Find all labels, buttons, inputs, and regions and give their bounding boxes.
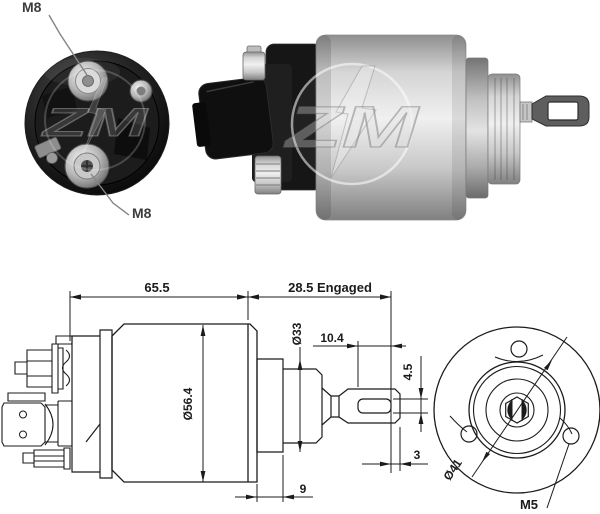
mount-hole-left xyxy=(460,425,478,443)
screw-cross xyxy=(81,160,93,172)
connector-body xyxy=(198,77,274,160)
dim-engaged: 28.5 Engaged xyxy=(288,280,372,295)
terminal-hardware-outline xyxy=(14,335,73,394)
m8-leader-top xyxy=(48,14,88,76)
dim-flange-width: 9 xyxy=(300,482,307,496)
bottom-stud xyxy=(254,155,282,195)
connector-hole xyxy=(19,410,27,419)
connector-drawing-outline xyxy=(1,392,72,447)
hub-circle xyxy=(499,392,535,428)
dim-body-length: 65.5 xyxy=(144,280,169,295)
grooved-collar xyxy=(487,73,521,185)
collar-grooves xyxy=(494,78,515,180)
dim-slot-width: 4.5 xyxy=(401,363,415,380)
mount-hole-right xyxy=(562,427,580,445)
m8-terminal-bottom xyxy=(64,143,110,189)
plunger-fork xyxy=(531,95,590,127)
side-view-photo: ZM xyxy=(192,34,590,221)
plunger-neck-outline xyxy=(321,387,339,426)
thread-lines xyxy=(256,163,280,186)
zm-watermark-side: ZM xyxy=(282,62,421,186)
watermark-text: ZM xyxy=(283,95,421,160)
lower-bolt-outline xyxy=(22,447,71,470)
technical-drawing-side-view: 65.5 28.5 Engaged Ø56.4 Ø33 10.4 4.5 3 9 xyxy=(1,280,428,502)
watermark-ring xyxy=(44,69,146,171)
spade-rivet xyxy=(46,152,58,164)
m8-terminal-top xyxy=(67,60,109,102)
end-ring xyxy=(465,57,489,199)
fork-hole xyxy=(547,101,579,121)
pin-threads xyxy=(522,104,528,120)
flange-outline xyxy=(256,358,323,453)
lightning-bolt-icon xyxy=(82,77,108,155)
dim-bolt-circle: Ø41 xyxy=(441,456,465,483)
m8-label-bottom: M8 xyxy=(132,205,152,221)
dim-body-diameter: Ø56.4 xyxy=(181,387,195,420)
bolt-circle-arcs xyxy=(449,354,573,435)
fork-outline xyxy=(338,388,401,424)
zm-watermark-rear: ZM xyxy=(41,69,151,171)
dim-slot-length: 10.4 xyxy=(320,331,344,345)
watermark-text: ZM xyxy=(41,101,150,145)
m8-label-top: M8 xyxy=(22,0,42,15)
connector-tip xyxy=(192,102,211,147)
outer-flange-circle xyxy=(433,326,600,494)
connector-highlight xyxy=(206,81,254,93)
end-cap-outline xyxy=(71,329,113,479)
connector-plug xyxy=(192,77,274,160)
top-stud xyxy=(242,51,266,81)
aux-stud-tip xyxy=(136,86,146,96)
mount-hole-top xyxy=(510,340,528,358)
recess-circle xyxy=(485,378,549,442)
m5-leader xyxy=(546,443,570,509)
plastic-block xyxy=(42,86,77,118)
side-view-dimension-labels: 65.5 28.5 Engaged Ø56.4 Ø33 10.4 4.5 3 9 xyxy=(144,280,420,496)
cylinder-edge-shade xyxy=(452,35,466,220)
fork-slot-outline xyxy=(357,398,392,414)
watermark-ring xyxy=(290,62,414,186)
collar-body xyxy=(487,73,521,185)
lightning-bolt-icon xyxy=(330,65,377,179)
dim-end-thickness: 3 xyxy=(414,448,421,462)
connector-hole xyxy=(19,430,27,439)
rear-view-photo: ZM M8 M8 xyxy=(22,0,170,221)
dim-flange-diameter: Ø33 xyxy=(290,322,304,345)
m8-leader-bottom xyxy=(90,173,130,216)
aux-stud xyxy=(129,79,153,103)
technical-drawing-front-view: Ø41 M5 xyxy=(433,326,600,512)
bottom-stud-body xyxy=(254,155,282,195)
plastic-block xyxy=(114,118,150,160)
boss-inner-circle xyxy=(472,365,562,455)
bore-crescents xyxy=(507,400,527,420)
dim-mount-thread: M5 xyxy=(520,497,538,512)
plunger-pin xyxy=(519,101,533,123)
terminal-stud-tip xyxy=(82,75,94,87)
hex-bore xyxy=(505,396,529,424)
dimension-lines xyxy=(69,291,428,502)
